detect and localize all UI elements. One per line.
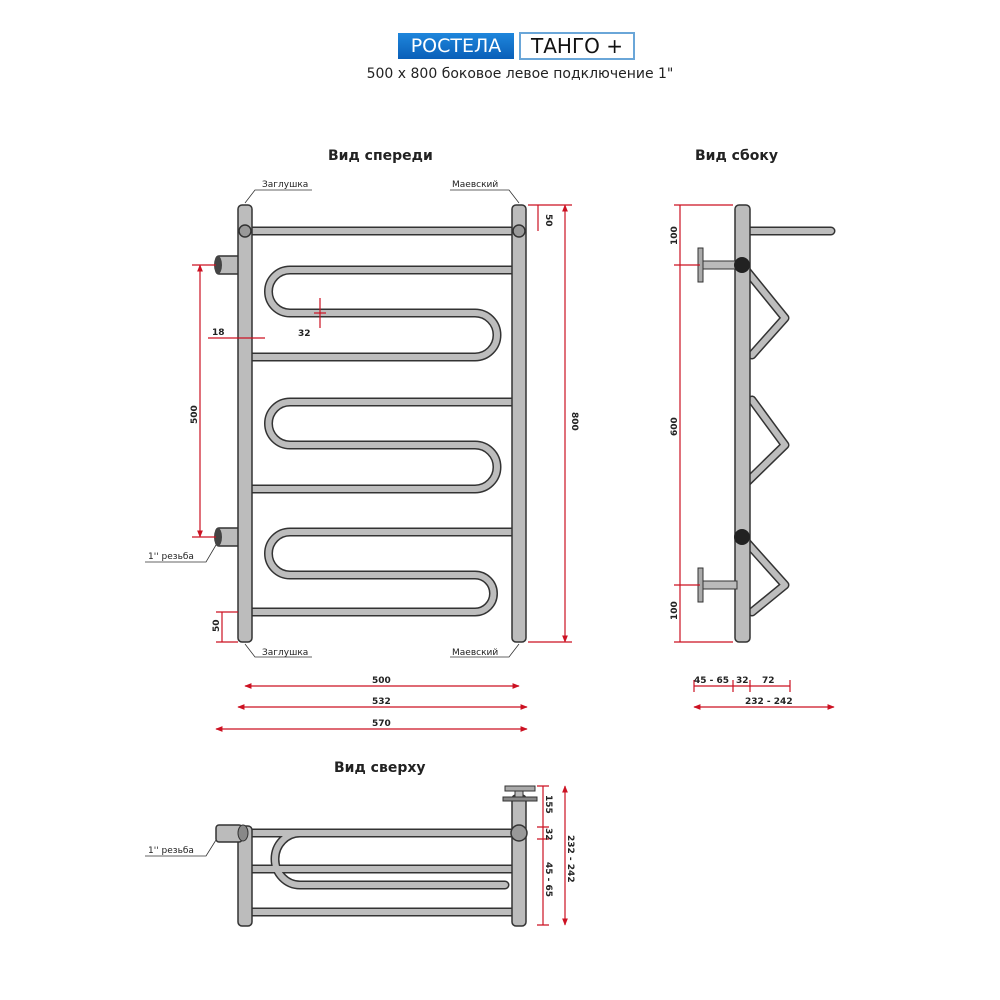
dim-32: 32: [298, 329, 311, 339]
dim-32-top: 32: [543, 828, 553, 841]
plug-label-bottom: Заглушка: [262, 648, 308, 658]
wall-bracket-top: [697, 247, 738, 283]
brand-logo: РОСТЕЛА: [398, 33, 514, 59]
dim-72: 72: [762, 676, 775, 686]
dim-532: 532: [372, 697, 391, 707]
dim-570: 570: [372, 719, 391, 729]
front-view-title: Вид спереди: [328, 148, 433, 164]
dim-100-top: 100: [670, 226, 680, 245]
top-view-title: Вид сверху: [334, 760, 426, 776]
model-name: ТАНГО +: [519, 32, 635, 60]
right-post: [511, 204, 527, 643]
side-view: 100 600 100 45 - 65 32 72 232 - 242: [670, 204, 836, 710]
top-view: 1'' резьба 155 32 45 - 65 232 - 242: [145, 785, 575, 927]
left-post: [237, 204, 253, 643]
inlet-bottom: [214, 527, 245, 547]
mayevsky-label-bottom: Маевский: [452, 648, 498, 658]
mayevsky-label-top: Маевский: [452, 180, 498, 190]
dim-18: 18: [212, 328, 225, 338]
dim-50-top: 50: [543, 214, 553, 227]
dim-232-242: 232 - 242: [745, 697, 793, 707]
dim-50-bottom: 50: [212, 619, 222, 632]
front-view: Заглушка Маевский Заглушка Маевский 1'' …: [145, 180, 579, 732]
dim-500-vertical: 500: [190, 405, 200, 424]
dim-45-65-top: 45 - 65: [543, 862, 553, 897]
dim-100-bottom: 100: [670, 601, 680, 620]
dim-32-side: 32: [736, 676, 749, 686]
wall-bracket-bottom: [697, 567, 738, 603]
dim-232-242-top: 232 - 242: [565, 835, 575, 883]
dim-800: 800: [569, 412, 579, 431]
dim-500: 500: [372, 676, 391, 686]
side-view-title: Вид сбоку: [695, 148, 778, 164]
dim-600: 600: [670, 417, 680, 436]
plug-label-top: Заглушка: [262, 180, 308, 190]
dim-45-65: 45 - 65: [694, 676, 729, 686]
subtitle: 500 х 800 боковое левое подключение 1": [366, 66, 674, 82]
serpentine-pipes: [240, 226, 524, 617]
thread-label-front: 1'' резьба: [148, 552, 194, 562]
dim-155: 155: [543, 795, 553, 814]
thread-label-top: 1'' резьба: [148, 846, 194, 856]
